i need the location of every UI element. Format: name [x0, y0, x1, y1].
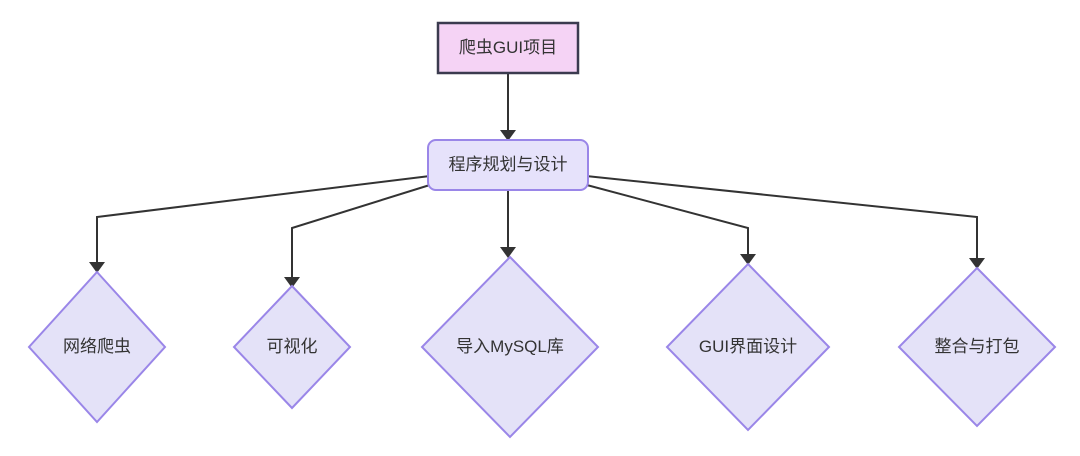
- edge-group: [89, 73, 985, 288]
- node-task-2-shape[interactable]: [232, 284, 352, 410]
- edge-root-planning: [500, 73, 516, 141]
- arrow-head-icon: [740, 254, 756, 265]
- arrow-head-icon: [500, 247, 516, 258]
- arrow-head-icon: [969, 258, 985, 269]
- edge-planning-task1: [89, 175, 431, 273]
- edge-line: [291, 183, 434, 280]
- node-task-4-shape[interactable]: [665, 262, 831, 432]
- node-task-5-shape[interactable]: [897, 266, 1057, 428]
- node-shape-group: [27, 21, 1057, 439]
- edge-line: [582, 183, 749, 257]
- edge-planning-task5: [585, 175, 985, 269]
- node-task-1-shape[interactable]: [27, 270, 167, 424]
- node-root-shape[interactable]: [436, 21, 580, 75]
- arrow-head-icon: [89, 262, 105, 273]
- arrow-head-icon: [284, 277, 300, 288]
- edge-line: [585, 175, 978, 261]
- edge-planning-task4: [582, 183, 756, 265]
- node-task-3-shape[interactable]: [420, 255, 600, 439]
- edge-planning-task2: [284, 183, 434, 288]
- node-planning-shape[interactable]: [427, 139, 589, 191]
- arrow-head-icon: [500, 130, 516, 141]
- edge-planning-task3: [500, 190, 516, 258]
- edge-line: [96, 175, 431, 264]
